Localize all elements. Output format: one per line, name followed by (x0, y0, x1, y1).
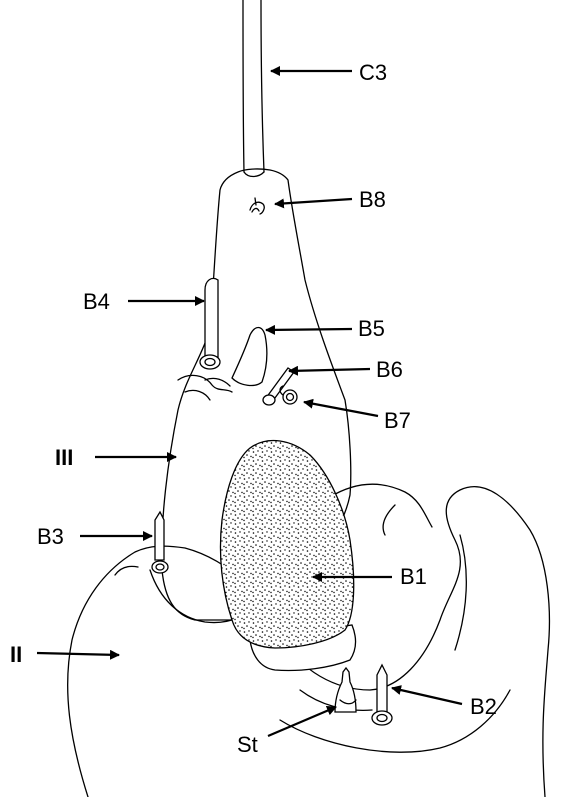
flagellum-c3 (243, 0, 264, 177)
sensillum-b4 (200, 278, 220, 369)
label-b4: B4 (83, 289, 110, 314)
arrow-b5 (266, 329, 352, 330)
sensory-area-b1 (220, 441, 353, 648)
sensillum-b5 (232, 328, 267, 386)
sensillum-b8 (250, 198, 264, 214)
arrow-b7 (304, 402, 378, 416)
label-b6: B6 (376, 357, 403, 382)
arrow-ii (37, 653, 119, 655)
label-iii: III (55, 445, 73, 470)
label-b5: B5 (358, 316, 385, 341)
label-b2: B2 (470, 694, 497, 719)
arrow-b8 (275, 199, 352, 204)
label-b3: B3 (37, 524, 64, 549)
arrow-b6 (289, 369, 370, 371)
sensillum-st (335, 668, 356, 712)
label-b1: B1 (400, 564, 427, 589)
arrow-b2 (392, 688, 462, 704)
label-st: St (237, 732, 258, 757)
sensillum-b3 (152, 512, 168, 573)
label-b8: B8 (359, 187, 386, 212)
label-ii: II (10, 642, 22, 667)
label-c3: C3 (359, 60, 387, 85)
sensillum-b2 (372, 665, 392, 725)
label-b7: B7 (384, 408, 411, 433)
